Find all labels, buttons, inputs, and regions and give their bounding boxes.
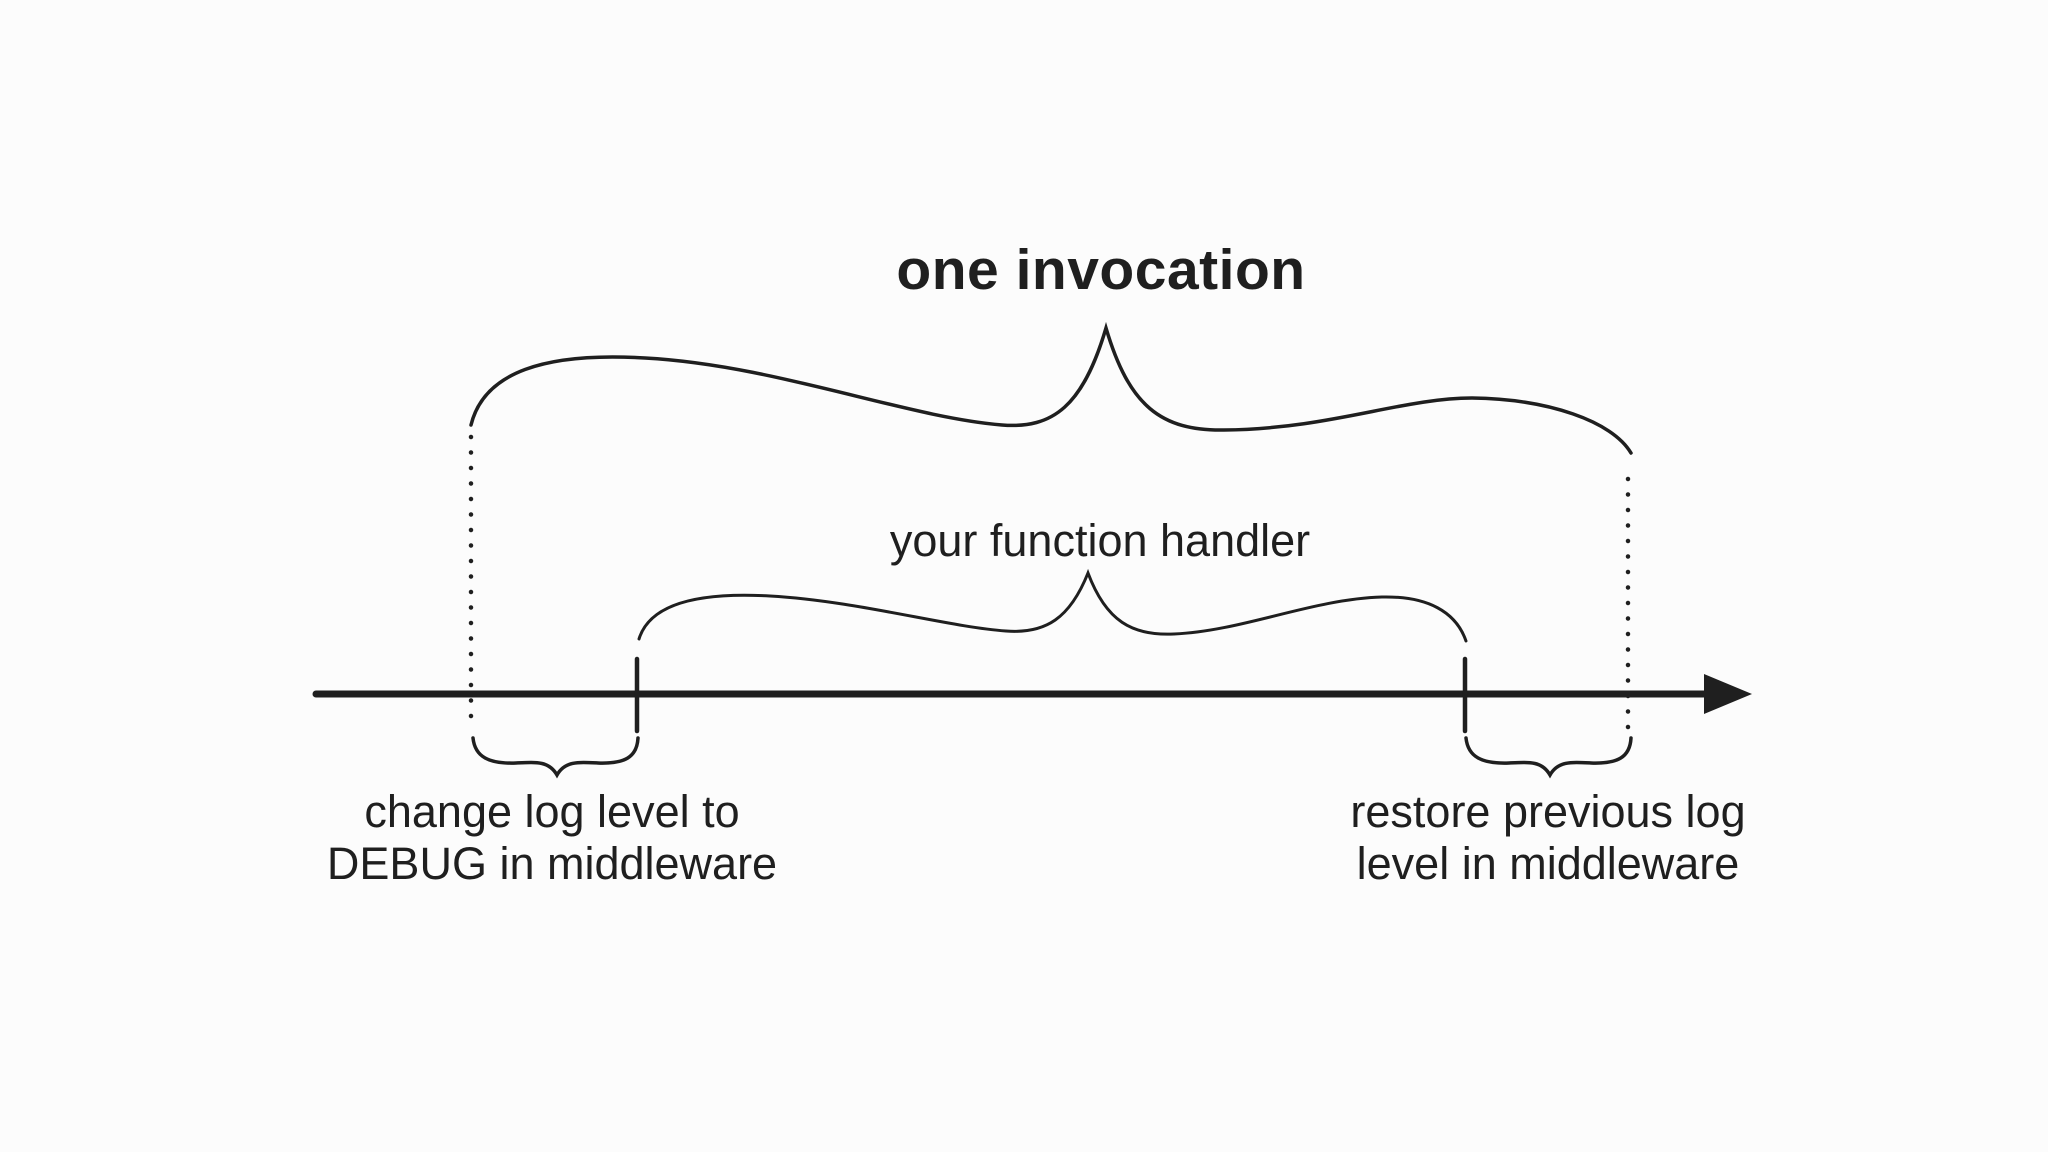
diagram-title: one invocation: [896, 238, 1306, 302]
left-underbrace: [471, 736, 640, 779]
restore-log-level-annotation-line2: level in middleware: [1356, 838, 1740, 889]
change-log-level-annotation-line2: DEBUG in middleware: [326, 838, 778, 889]
function-handler-brace: [637, 568, 1468, 643]
change-log-level-annotation: change log level to DEBUG in middleware: [327, 786, 777, 890]
function-handler-label: your function handler: [889, 515, 1311, 566]
timeline-arrowhead-icon: [1704, 674, 1752, 714]
change-log-level-annotation-line1: change log level to: [364, 786, 740, 837]
restore-log-level-annotation: restore previous log level in middleware: [1350, 786, 1745, 890]
right-underbrace: [1464, 736, 1633, 779]
restore-log-level-annotation-line1: restore previous log: [1350, 786, 1746, 837]
one-invocation-brace: [469, 321, 1633, 455]
